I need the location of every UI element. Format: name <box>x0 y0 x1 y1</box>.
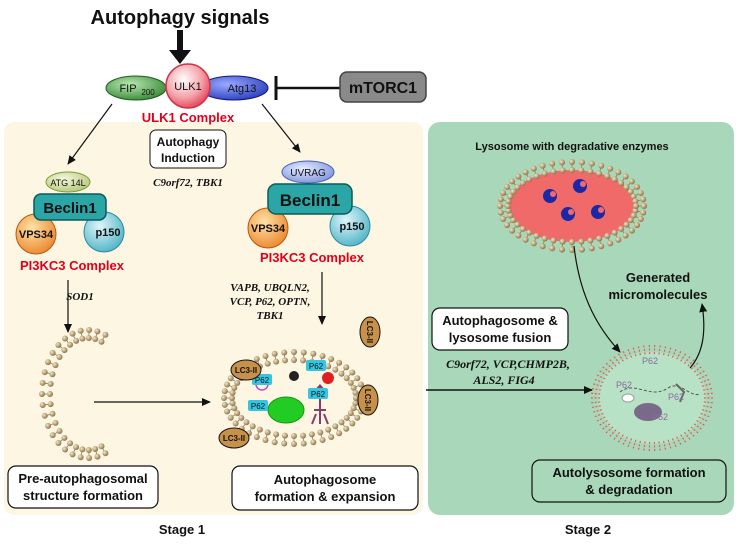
lc3-ii-tag: LC3-II <box>219 428 249 448</box>
autolysosome-line2: & degradation <box>585 482 672 497</box>
mid-vps34-label: VPS34 <box>251 223 286 235</box>
fusion-line2: lysosome fusion <box>449 330 552 345</box>
induction-genes: C9orf72, TBK1 <box>153 177 223 189</box>
lc3-ii-label: LC3-II <box>235 366 257 375</box>
autolysosome-p62-tag: P62 <box>616 380 632 390</box>
generated-line1: Generated <box>626 270 690 285</box>
fusion-line1: Autophagosome & <box>442 313 558 328</box>
mid-genes-line3: TBK1 <box>257 310 284 322</box>
autophagosome-line1: Autophagosome <box>274 472 377 487</box>
induction-line1: Autophagy <box>157 135 220 149</box>
left-p150-label: p150 <box>95 227 120 239</box>
mid-genes-line1: VAPB, UBQLN2, <box>230 282 310 294</box>
cargo-green <box>268 397 304 423</box>
mid-genes-line2: VCP, P62, OPTN, <box>230 296 311 308</box>
stage2-label: Stage 2 <box>565 522 611 537</box>
autolysosome-p62-tag: P62 <box>642 356 658 366</box>
induction-line2: Induction <box>161 151 215 165</box>
lc3-ii-label: LC3-II <box>223 434 245 443</box>
cargo-black <box>289 371 299 381</box>
fip200-label: FIP <box>119 83 136 95</box>
left-pi3k-label: PI3KC3 Complex <box>20 258 125 273</box>
lc3-ii-label: LC3-II <box>363 389 372 411</box>
autophagosome-line2: formation & expansion <box>255 489 396 504</box>
p62-tag-label: P62 <box>311 390 326 399</box>
mid-p150-label: p150 <box>339 221 364 233</box>
pre-autophagosomal-line1: Pre-autophagosomal <box>18 471 147 486</box>
p62-tag-label: P62 <box>255 376 270 385</box>
fip200-sub: 200 <box>141 88 155 97</box>
p62-tag-label: P62 <box>251 402 266 411</box>
uvrag-label: UVRAG <box>290 168 326 179</box>
generated-line2: micromolecules <box>609 287 708 302</box>
ulk1-complex-label: ULK1 Complex <box>142 110 235 125</box>
lc3-ii-tag: LC3-II <box>231 360 261 380</box>
autolysosome-p62-tag: P62 <box>668 392 684 402</box>
atg13-label: Atg13 <box>228 83 257 95</box>
lc3-ii-label: LC3-II <box>365 321 374 343</box>
fusion-genes-line2: ALS2, FIG4 <box>472 373 534 387</box>
title: Autophagy signals <box>91 7 270 29</box>
ulk1-label: ULK1 <box>174 81 202 93</box>
fusion-genes-line1: C9orf72, VCP,CHMP2B, <box>446 357 570 371</box>
autolysosome-line1: Autolysosome formation <box>552 465 705 480</box>
lysosome-label: Lysosome with degradative enzymes <box>475 141 668 153</box>
sod1-label: SOD1 <box>66 291 94 303</box>
cargo-red <box>322 372 334 384</box>
mid-beclin1-label: Beclin1 <box>280 191 340 210</box>
mid-pi3k-label: PI3KC3 Complex <box>260 250 365 265</box>
atg14l-label: ATG 14L <box>50 178 85 188</box>
stage1-label: Stage 1 <box>159 522 205 537</box>
left-vps34-label: VPS34 <box>19 229 54 241</box>
p62-tag-label: P62 <box>309 362 324 371</box>
pre-autophagosomal-line2: structure formation <box>23 488 143 503</box>
autolysosome-p62-tag: P62 <box>652 412 668 422</box>
mtorc1-label: mTORC1 <box>349 80 417 97</box>
lc3-ii-tag: LC3-II <box>360 317 380 347</box>
left-beclin1-label: Beclin1 <box>43 200 96 217</box>
lc3-ii-tag: LC3-II <box>358 385 378 415</box>
